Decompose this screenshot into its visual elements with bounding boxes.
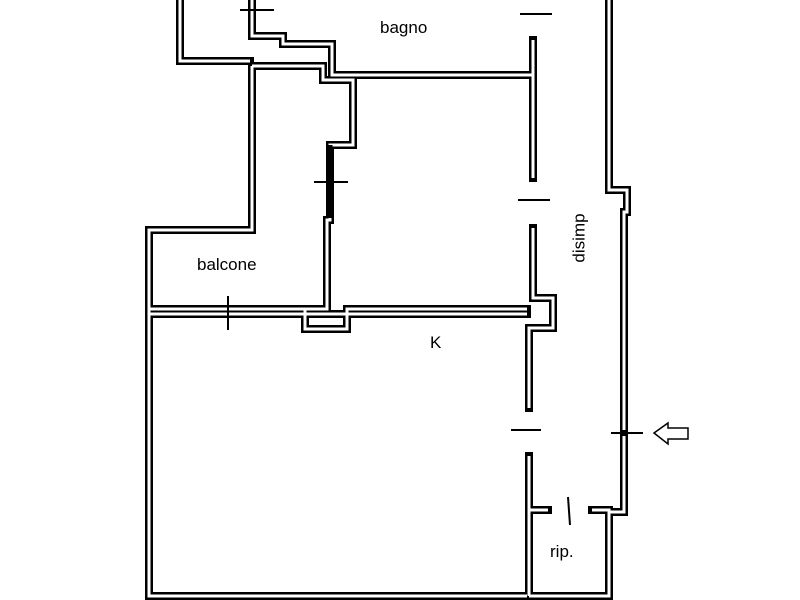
wall-inner — [607, 0, 629, 430]
wall — [176, 0, 254, 65]
room-label-ripostiglio: rip. — [550, 542, 574, 561]
wall-inner — [529, 508, 611, 598]
wall-inner — [609, 436, 626, 514]
wall-inner — [178, 0, 250, 63]
wall-inner — [527, 228, 555, 408]
room-label-bagno: bagno — [380, 18, 428, 37]
room-label-kitchen: K — [430, 333, 442, 352]
wall — [605, 432, 628, 516]
door-marks — [227, 9, 643, 526]
wall-inner — [147, 66, 527, 598]
wall-inner — [250, 0, 533, 77]
entrance-arrow-icon — [652, 421, 689, 446]
room-label-balcone: balcone — [197, 255, 257, 274]
door-mark — [567, 496, 571, 526]
wall-inner — [150, 64, 355, 311]
walls — [145, 0, 631, 600]
room-label-disimpegno: disimp — [569, 213, 589, 263]
wall-inner — [303, 307, 527, 331]
